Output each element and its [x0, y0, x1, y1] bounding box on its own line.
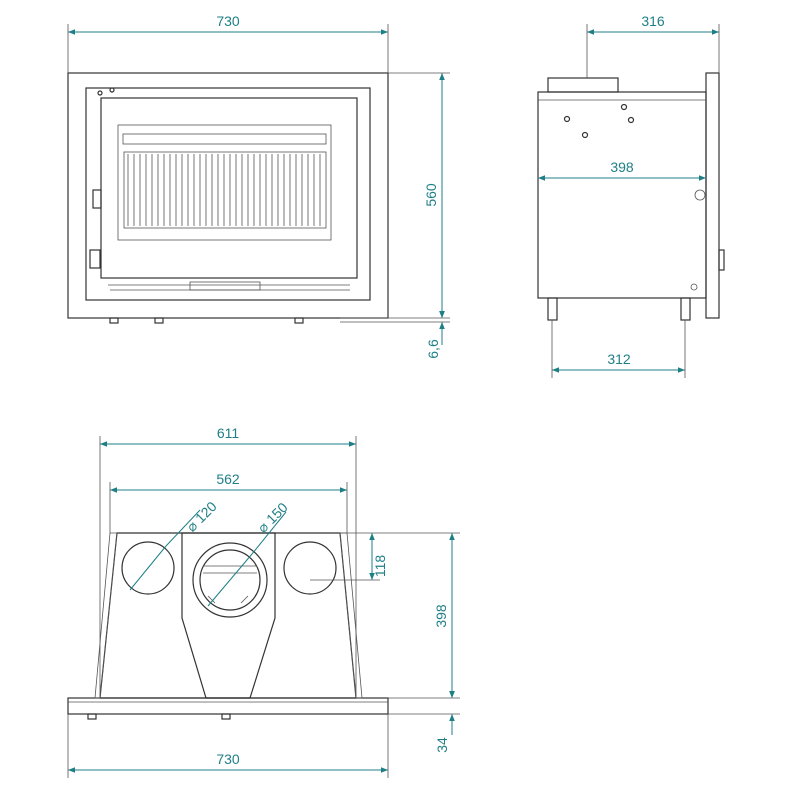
side-bolt-1: [563, 115, 571, 123]
door-hinge: [92, 189, 102, 209]
dim-top-outer-width-label: 611: [217, 425, 240, 441]
flue-clips: [207, 595, 249, 604]
side-leveling-screw: [690, 283, 698, 291]
dim-top-inner-width-label: 562: [216, 471, 240, 487]
side-flue-collar: [547, 77, 619, 93]
large-flue-inner: [199, 549, 261, 611]
front-view: 730 560 6,6: [67, 13, 450, 359]
side-bolt-3: [627, 116, 635, 124]
side-leg-rear: [547, 297, 558, 321]
firebox-grate: [123, 151, 327, 229]
side-bolt-4: [581, 131, 589, 139]
small-flue-right: [283, 541, 337, 595]
dim-small-flue-label: ⌀ 120: [183, 498, 220, 535]
front-glass-window: [100, 97, 358, 279]
dim-frame-depth-label: 34: [434, 737, 450, 753]
top-foot-center: [221, 713, 231, 720]
dim-small-flue: [129, 545, 167, 591]
ashpan-lip: [108, 284, 350, 291]
dim-large-flue: [207, 553, 253, 607]
dim-front-height-label: 560: [423, 183, 439, 207]
firebox-opening: [117, 124, 332, 241]
side-front-frame: [705, 72, 720, 319]
top-body-side-right: [339, 532, 363, 699]
dim-side-depth-label: 316: [641, 13, 665, 29]
front-foot-3: [294, 317, 304, 324]
dim-top-body-depth-label: 398: [433, 604, 449, 628]
door-handle[interactable]: [89, 249, 101, 269]
dim-side-body-depth-label: 398: [610, 159, 634, 175]
air-control-slider[interactable]: [189, 281, 261, 291]
front-foot-1: [109, 317, 119, 324]
flue-damper: [203, 565, 257, 574]
side-bolt-2: [620, 103, 628, 111]
side-body: [537, 91, 707, 299]
top-body-side-left: [94, 532, 118, 699]
small-flue-left: [121, 541, 175, 595]
firebox-baffle: [122, 133, 327, 145]
top-front-frame: [67, 697, 389, 715]
side-air-knob[interactable]: [694, 189, 706, 201]
front-door-frame: [85, 87, 371, 301]
top-flue-hopper: [181, 532, 276, 699]
side-handle[interactable]: [718, 249, 725, 271]
top-foot-left: [87, 713, 97, 720]
dim-side-leg-spacing-label: 312: [607, 351, 631, 367]
top-view: ⌀ 120 ⌀ 150 611 562 118 398 34 730: [67, 425, 460, 778]
dim-leg-height-label: 6,6: [425, 339, 441, 359]
front-outer-frame: [67, 72, 389, 319]
top-body-outline: [99, 532, 357, 699]
front-foot-2: [154, 317, 164, 324]
side-leg-front: [680, 297, 691, 321]
door-latch-dot-2: [109, 87, 115, 93]
dim-front-width-label: 730: [216, 13, 240, 29]
side-view: 316 398 312: [537, 13, 725, 378]
dim-top-frame-width-label: 730: [216, 751, 240, 767]
dim-flue-offset-label: 118: [372, 555, 388, 578]
large-flue-outer: [192, 542, 268, 618]
door-latch-dot: [97, 90, 103, 96]
dim-large-flue-label: ⌀ 150: [254, 499, 291, 536]
